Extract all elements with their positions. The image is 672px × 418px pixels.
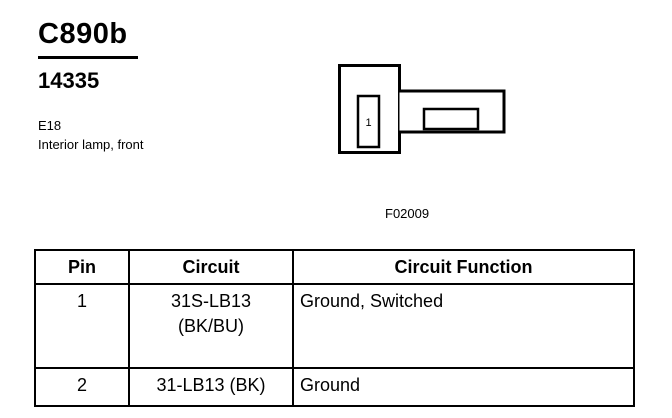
column-header-pin: Pin: [34, 249, 130, 285]
table-header-row: Pin Circuit Circuit Function: [34, 249, 635, 285]
connector-id: C890b: [38, 18, 128, 50]
pin-cell: 2: [34, 367, 130, 407]
column-header-circuit: Circuit: [128, 249, 294, 285]
location-code: E18: [38, 118, 62, 133]
part-number: 14335: [38, 68, 100, 93]
terminal-cavity: [356, 94, 381, 149]
figure-code: F02009: [385, 206, 430, 221]
circuit-function-cell: Ground, Switched: [292, 283, 635, 369]
connector-face-diagram: 1: [338, 64, 506, 154]
circuit-function-cell: Ground: [292, 367, 635, 407]
table-row: 1 31S-LB13 (BK/BU) Ground, Switched: [34, 283, 635, 369]
connector-description: Interior lamp, front: [38, 137, 144, 152]
circuit-name: 31S-LB13: [170, 291, 252, 311]
pin-cell: 1: [34, 283, 130, 369]
table-row: 2 31-LB13 (BK) Ground: [34, 367, 635, 407]
pinout-table: Pin Circuit Circuit Function 1 31S-LB13 …: [34, 249, 635, 407]
title-underline: [38, 56, 138, 59]
circuit-cell: 31-LB13 (BK): [128, 367, 294, 407]
tab-slot: [422, 107, 480, 131]
circuit-color: (BK/BU): [177, 316, 244, 336]
column-header-circuit-function: Circuit Function: [292, 249, 635, 285]
pin-number-label: 1: [365, 117, 371, 129]
circuit-cell: 31S-LB13 (BK/BU): [128, 283, 294, 369]
